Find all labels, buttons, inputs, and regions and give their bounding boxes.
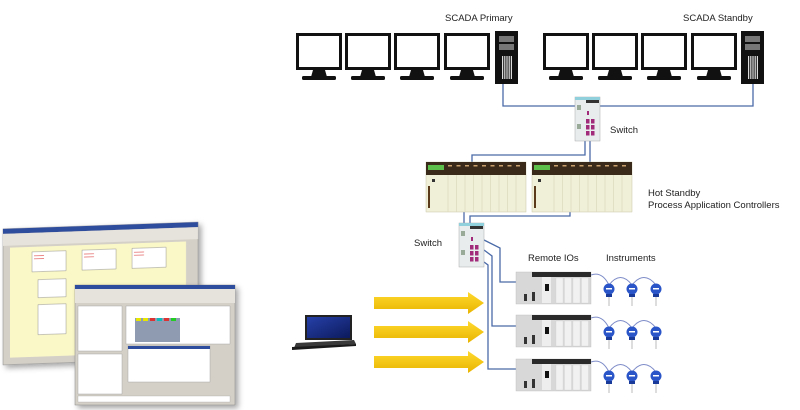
scada-primary-monitor-icon — [394, 33, 440, 80]
cable-switch-to-rack-3 — [483, 261, 516, 370]
controllers-label-line1: Hot Standby — [648, 188, 701, 199]
remote-io-racks — [515, 271, 592, 392]
scada-primary-monitor-icon — [345, 33, 391, 80]
hot-standby-controllers — [425, 161, 633, 213]
instruments — [603, 283, 662, 393]
switch-bottom-label: Switch — [414, 238, 442, 249]
instrument-transmitter-icon — [626, 370, 638, 393]
instrument-transmitter-icon — [650, 326, 662, 349]
scada-standby-server-icon — [741, 31, 764, 84]
engineering-software-screenshots — [2, 221, 236, 406]
instrument-transmitter-icon — [626, 283, 638, 306]
controller-rack-icon — [425, 161, 527, 213]
cable-switch-to-rack-1 — [483, 239, 516, 283]
cable-standby-to-switch — [600, 84, 754, 107]
instrument-transmitter-icon — [650, 283, 662, 306]
instrument-transmitter-icon — [603, 370, 615, 393]
remote-ios-label: Remote IOs — [528, 253, 579, 264]
scada-standby-monitor-icon — [641, 33, 687, 80]
instrument-cable — [590, 273, 657, 286]
controller-rack-icon — [531, 161, 633, 213]
remote-io-rack-icon — [515, 271, 592, 305]
yellow-arrow-icon — [374, 292, 484, 314]
scada-primary-server-icon — [495, 31, 518, 84]
network-cables — [463, 84, 754, 373]
scada-standby-label: SCADA Standby — [683, 13, 753, 24]
scada-primary-monitor-icon — [296, 33, 342, 80]
switch-top-label: Switch — [610, 125, 638, 136]
controllers-label-line2: Process Application Controllers — [648, 200, 780, 211]
yellow-arrow-icon — [374, 321, 484, 343]
instrument-transmitter-icon — [650, 370, 662, 393]
remote-io-rack-icon — [515, 358, 592, 392]
remote-io-rack-icon — [515, 314, 592, 348]
cable-switch-to-controller-1 — [471, 141, 586, 162]
software-window-front — [74, 284, 236, 406]
yellow-arrow-icon — [374, 351, 484, 373]
scada-standby-monitor-icon — [543, 33, 589, 80]
instrument-transmitter-icon — [626, 326, 638, 349]
cable-primary-to-switch — [502, 84, 575, 107]
cable-switch-to-rack-2 — [483, 249, 516, 327]
laptop-icon — [292, 315, 356, 350]
scada-primary-label: SCADA Primary — [445, 13, 513, 24]
scada-standby-monitor-icon — [691, 33, 737, 80]
instrument-cable — [590, 360, 657, 373]
instrument-transmitter-icon — [603, 326, 615, 349]
switch-top-icon — [574, 96, 601, 142]
cable-controller2-to-switch — [469, 212, 571, 223]
instruments-label: Instruments — [606, 253, 656, 264]
instrument-cable — [590, 316, 657, 329]
instrument-transmitter-icon — [603, 283, 615, 306]
switch-bottom-icon — [458, 222, 485, 268]
config-arrows — [374, 292, 484, 373]
scada-primary-monitor-icon — [444, 33, 490, 80]
switches — [458, 96, 601, 268]
scada-standby-monitor-icon — [592, 33, 638, 80]
scada-stations — [296, 31, 764, 84]
